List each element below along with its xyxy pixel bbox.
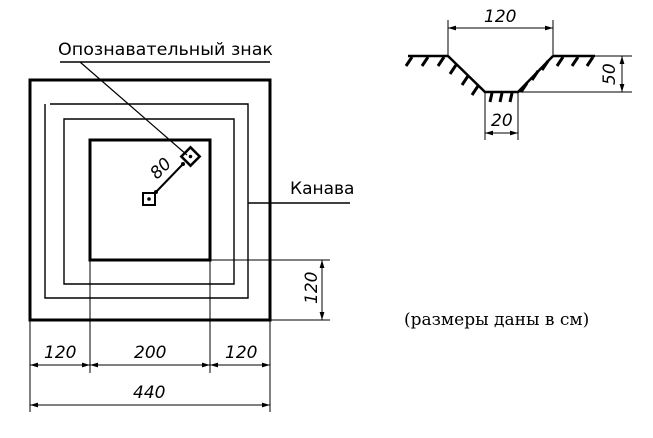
units-note: (размеры даны в см) [404, 310, 589, 330]
marker-label: Опознавательный знак [58, 40, 273, 60]
dim-center-200: 200 [134, 343, 166, 363]
marker-leader [79, 61, 188, 156]
dim-depth-50: 50 [600, 63, 620, 85]
center-marker [142, 192, 156, 206]
identification-marker [179, 145, 202, 168]
dim-side-120: 120 [302, 272, 322, 304]
ditch-inner-line [63, 118, 235, 285]
section-view [404, 20, 632, 140]
inner-square [88, 138, 212, 262]
dim-bottom-20: 20 [491, 111, 513, 131]
dim-left-120: 120 [44, 343, 76, 363]
ditch-outer-line [44, 103, 249, 299]
ground-hatching [404, 56, 595, 103]
plan-view [28, 61, 350, 412]
dim-80: 80 [146, 154, 175, 183]
outer-square [28, 78, 272, 322]
dim-overall-440: 440 [133, 383, 165, 403]
dim-top-120: 120 [484, 7, 516, 27]
dim-right-120: 120 [225, 343, 257, 363]
ditch-label: Канава [290, 179, 354, 199]
marker-distance-line [155, 163, 184, 193]
